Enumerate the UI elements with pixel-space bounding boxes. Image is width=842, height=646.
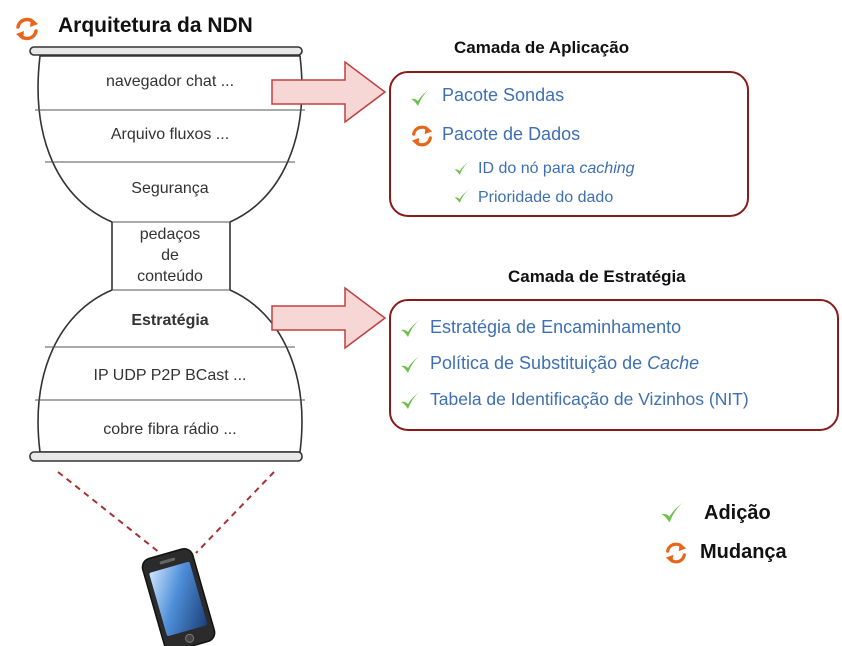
checkmark-icon — [411, 87, 432, 106]
phone-projection-lines — [57, 471, 275, 554]
application-layer-title: Camada de Aplicação — [454, 38, 630, 57]
strategy-layer-panel — [389, 299, 839, 431]
app-item-node-id-caching: ID do nó para caching — [478, 160, 635, 178]
legend-checkmark-icon — [661, 500, 686, 523]
page-title: Arquitetura da NDN — [58, 14, 253, 37]
checkmark-icon — [454, 188, 471, 203]
strategy-item-cache-replacement: Política de Substituição de Cache — [430, 353, 699, 374]
waist-line-3: conteúdo — [137, 268, 203, 285]
app-item-data-packet: Pacote de Dados — [442, 124, 581, 144]
checkmark-icon — [454, 160, 471, 175]
checkmark-icon — [401, 318, 422, 337]
application-layer-panel — [389, 71, 749, 217]
hourglass-bottom-rod — [29, 451, 303, 462]
app-item-probe-packet: Pacote Sondas — [442, 85, 565, 105]
waist-line-2: de — [161, 247, 179, 264]
arrow-to-application-layer — [271, 60, 387, 124]
hourglass-top-rod — [29, 46, 303, 56]
legend-change-icon — [665, 542, 687, 564]
strategy-layer-title: Camada de Estratégia — [508, 267, 686, 286]
app-item-node-id-prefix: ID do nó para — [478, 160, 580, 177]
smartphone-icon — [141, 547, 216, 646]
layer-label-strategy: Estratégia — [131, 312, 209, 329]
layer-label-physical: cobre fibra rádio ... — [103, 421, 237, 438]
layer-label-applications: navegador chat ... — [105, 73, 235, 90]
checkmark-icon — [401, 390, 422, 409]
waist-line-1: pedaços — [139, 226, 201, 243]
app-item-node-id-italic: caching — [579, 160, 635, 177]
layer-label-waist: pedaços de conteúdo — [110, 224, 230, 287]
app-item-data-priority: Prioridade do dado — [478, 189, 614, 206]
strategy-item-cache-italic: Cache — [647, 353, 700, 373]
strategy-item-forwarding: Estratégia de Encaminhamento — [430, 317, 682, 337]
layer-label-transport: IP UDP P2P BCast ... — [93, 367, 247, 384]
layer-label-security: Segurança — [131, 180, 209, 197]
strategy-item-neighbor-table: Tabela de Identificação de Vizinhos (NIT… — [430, 389, 749, 409]
change-icon — [16, 17, 38, 41]
change-icon — [411, 125, 433, 147]
checkmark-icon — [401, 354, 422, 373]
legend-change: Mudança — [700, 541, 787, 563]
arrow-to-strategy-layer — [271, 286, 387, 350]
strategy-item-cache-prefix: Política de Substituição de — [430, 353, 648, 373]
legend-addition: Adição — [704, 502, 771, 524]
layer-label-files-streams: Arquivo fluxos ... — [110, 126, 230, 143]
